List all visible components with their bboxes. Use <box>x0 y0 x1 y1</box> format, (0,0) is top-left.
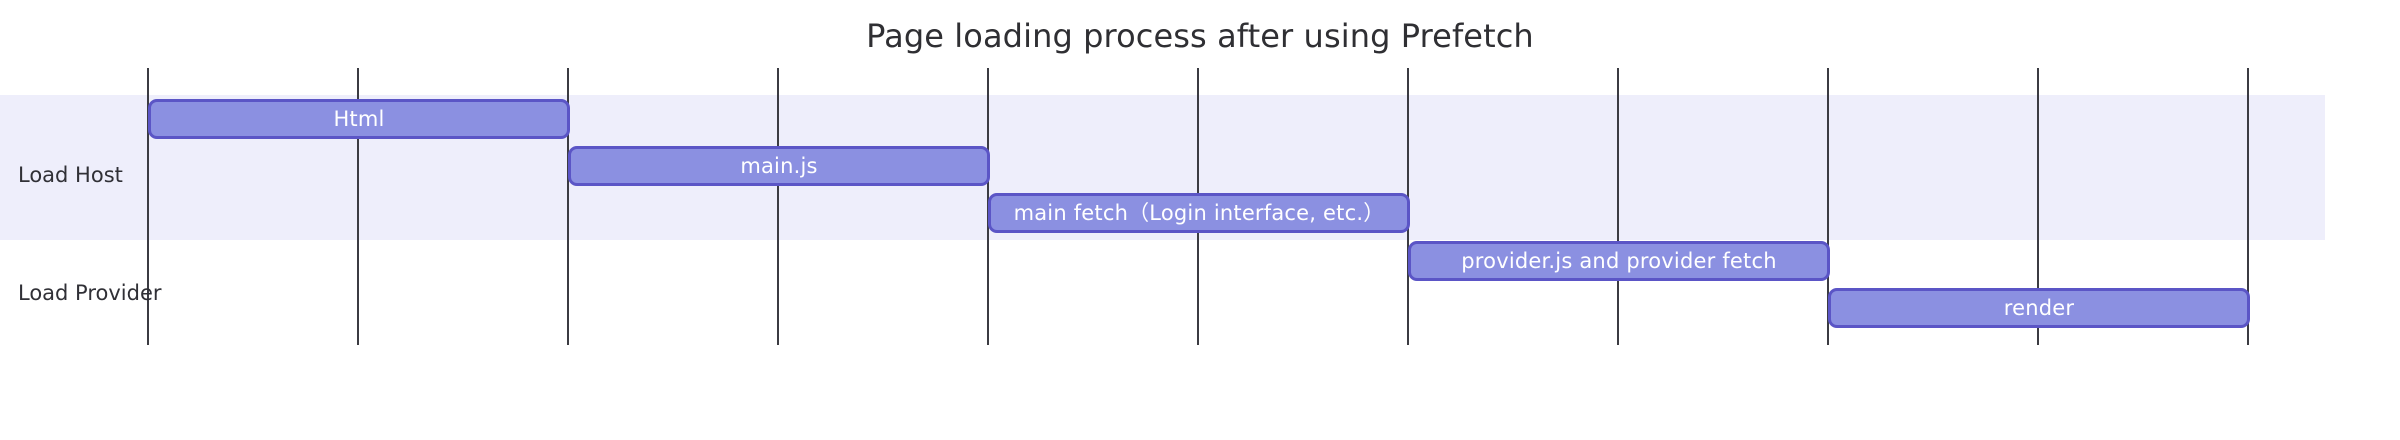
page-title: Page loading process after using Prefetc… <box>866 17 1534 55</box>
row-label-load-host: Load Host <box>18 163 123 187</box>
task-bar-label: provider.js and provider fetch <box>1461 248 1777 273</box>
task-bar-render[interactable]: render <box>1828 288 2250 328</box>
gridline-1 <box>357 68 359 345</box>
task-bar-provider-js-and-provider-fetch[interactable]: provider.js and provider fetch <box>1408 241 1830 281</box>
gridline-10 <box>2247 68 2249 345</box>
gridline-9 <box>2037 68 2039 345</box>
task-bar-main-js[interactable]: main.js <box>568 146 990 186</box>
task-bar-html[interactable]: Html <box>148 99 570 139</box>
gridline-8 <box>1827 68 1829 345</box>
gridline-3 <box>777 68 779 345</box>
task-bar-main-fetch-login-interface-etc[interactable]: main fetch（Login interface, etc.） <box>988 193 1410 233</box>
task-bar-label: main.js <box>740 153 818 178</box>
task-bar-label: main fetch（Login interface, etc.） <box>1013 200 1385 225</box>
row-label-load-provider: Load Provider <box>18 281 162 305</box>
task-bar-label: render <box>2003 295 2075 320</box>
gridline-2 <box>567 68 569 345</box>
gridline-0 <box>147 68 149 345</box>
gridline-7 <box>1617 68 1619 345</box>
task-bar-label: Html <box>333 106 385 131</box>
